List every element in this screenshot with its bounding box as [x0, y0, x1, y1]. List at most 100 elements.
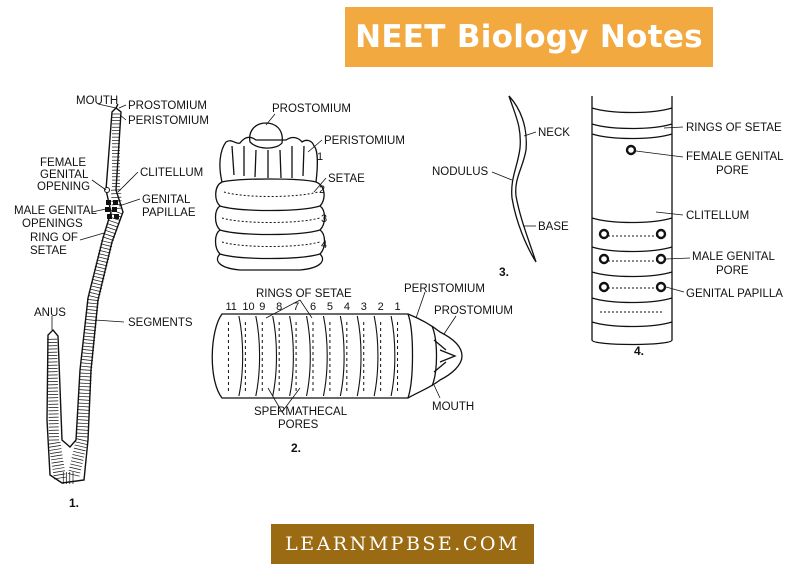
fig2b-segment-line	[272, 315, 278, 397]
fig1-label-male-1: MALE GENITAL	[14, 205, 97, 217]
fig2b-segment-number: 5	[327, 301, 333, 313]
fig2-anterior-end	[214, 122, 326, 271]
fig1-segment-ring	[73, 450, 85, 455]
banner-title: NEET Biology Notes	[355, 19, 703, 55]
fig1-segment-ring	[84, 325, 97, 328]
fig1-segment-ring	[87, 295, 100, 299]
fig2b-segment-number: 7	[293, 301, 299, 313]
fig3-number: 3.	[499, 265, 509, 279]
fig1-segment-ring	[105, 226, 118, 231]
fig2b-label-peristomium: PERISTOMIUM	[404, 283, 485, 295]
fig1-segment-ring	[77, 415, 90, 418]
fig1-segment-ring	[76, 429, 89, 431]
fig4-number: 4.	[634, 344, 644, 358]
fig1-segment-ring	[78, 402, 91, 405]
fig1-label-female-1: FEMALE	[40, 157, 86, 169]
fig2b-label-rings: RINGS OF SETAE	[256, 288, 352, 300]
fig1-segment-ring	[79, 375, 92, 378]
fig1-segment-ring	[51, 457, 63, 461]
fig1-segment-ring	[83, 335, 96, 338]
fig2-labels: PROSTOMIUM PERISTOMIUM SETAE 1 2 3 4	[272, 103, 405, 251]
fig1-label-mouth: MOUTH	[76, 95, 118, 107]
fig1-segment-ring	[94, 269, 106, 273]
fig1-segment-ring	[76, 425, 89, 428]
fig1-segment-ring	[69, 466, 82, 471]
fig2-setae-rings	[221, 191, 321, 247]
fig1-segment-ring	[91, 278, 104, 283]
fig1-segment-ring	[81, 355, 94, 358]
fig1-segment-ring	[48, 441, 61, 445]
fig1-segment-ring	[96, 259, 109, 264]
fig1-segment-ring	[75, 441, 88, 445]
fig1-segment-ring	[49, 445, 61, 448]
fig1-segment-ring	[106, 223, 119, 228]
fig1-label-female-3: OPENING	[37, 181, 90, 193]
fig1-segment-ring	[85, 312, 98, 315]
fig1-segment-ring	[101, 240, 113, 244]
fig1-segment-ring	[51, 460, 64, 464]
fig1-segment-ring	[79, 382, 92, 385]
fig2-number: 2.	[291, 441, 301, 455]
fig1-segment-ring	[82, 339, 96, 341]
fig2b-segment-number: 11	[225, 301, 236, 313]
fig1-segment-ring	[86, 305, 99, 308]
fig1-segment-ring	[80, 362, 93, 365]
fig1-segment-ring	[84, 322, 97, 325]
fig1-segment-ring	[90, 285, 103, 289]
fig1-segment-ring	[50, 451, 62, 454]
fig1-segment-ring	[104, 229, 117, 235]
fig1-segment-ring	[95, 262, 108, 267]
fig4-leader-lines	[635, 126, 691, 293]
fig1-segment-ring	[85, 309, 99, 311]
fig4-clitellar-region	[591, 96, 673, 346]
fig1-segment-ring	[82, 345, 95, 348]
fig1-label-segments: SEGMENTS	[128, 317, 193, 329]
fig1-segment-ring	[70, 460, 83, 464]
fig1-segment-ring	[68, 469, 81, 474]
fig1-segment-ring	[77, 405, 90, 408]
fig1-segment-ring	[78, 392, 91, 395]
fig1-segment-ring	[90, 282, 103, 286]
fig1-label-papillae-2: PAPILLAE	[142, 207, 196, 219]
fig2b-setae-dashes	[227, 322, 399, 392]
fig1-segment-ring	[76, 435, 89, 438]
fig1-segment-ring	[80, 365, 93, 368]
fig1-segment-ring	[98, 249, 111, 254]
footer-banner: LEARNMPBSE.COM	[271, 524, 534, 564]
fig1-segment-ring	[50, 454, 63, 458]
fig3-leader-lines	[491, 131, 537, 227]
fig1-segment-ring	[107, 219, 120, 225]
fig2b-segment-line	[255, 315, 261, 397]
fig1-segment-ring	[97, 253, 110, 257]
fig1-segment-ring	[49, 448, 62, 451]
fig1-label-peristomium: PERISTOMIUM	[128, 115, 209, 127]
fig1-segment-ring	[80, 359, 94, 361]
fig2b-segment-number: 4	[344, 301, 350, 313]
fig1-segment-ring	[54, 476, 66, 480]
fig1-segment-ring	[53, 473, 66, 477]
fig1-segment-ring	[52, 464, 64, 467]
fig2b-anterior-ventral	[211, 313, 463, 399]
fig1-segment-ring	[99, 246, 112, 251]
fig1-clitellum-spots	[105, 200, 119, 219]
fig1-label-anus: ANUS	[34, 307, 66, 319]
fig1-segment-ring	[78, 399, 91, 401]
fig1-segment-ring	[78, 395, 91, 398]
fig3-labels: NECK NODULUS BASE 3.	[432, 127, 570, 279]
fig1-segment-ring	[89, 288, 102, 293]
fig1-segment-ring	[76, 438, 88, 442]
fig2b-labels: RINGS OF SETAE PERISTOMIUM PROSTOMIUM MO…	[254, 283, 513, 455]
fig2b-segment-line	[390, 315, 396, 397]
fig2b-segment-line	[238, 315, 244, 397]
fig1-segment-ring	[76, 432, 89, 435]
fig2b-label-mouth: MOUTH	[432, 401, 474, 413]
fig3-label-neck: NECK	[538, 127, 570, 139]
fig1-segment-ring	[86, 299, 100, 301]
fig1-segment-ring	[74, 444, 87, 449]
fig1-segment-ring	[88, 291, 101, 296]
fig1-female-opening-dot	[104, 187, 110, 193]
fig1-label-clitellum: CLITELLUM	[140, 167, 203, 179]
fig1-label-female-2: GENITAL	[40, 169, 89, 181]
